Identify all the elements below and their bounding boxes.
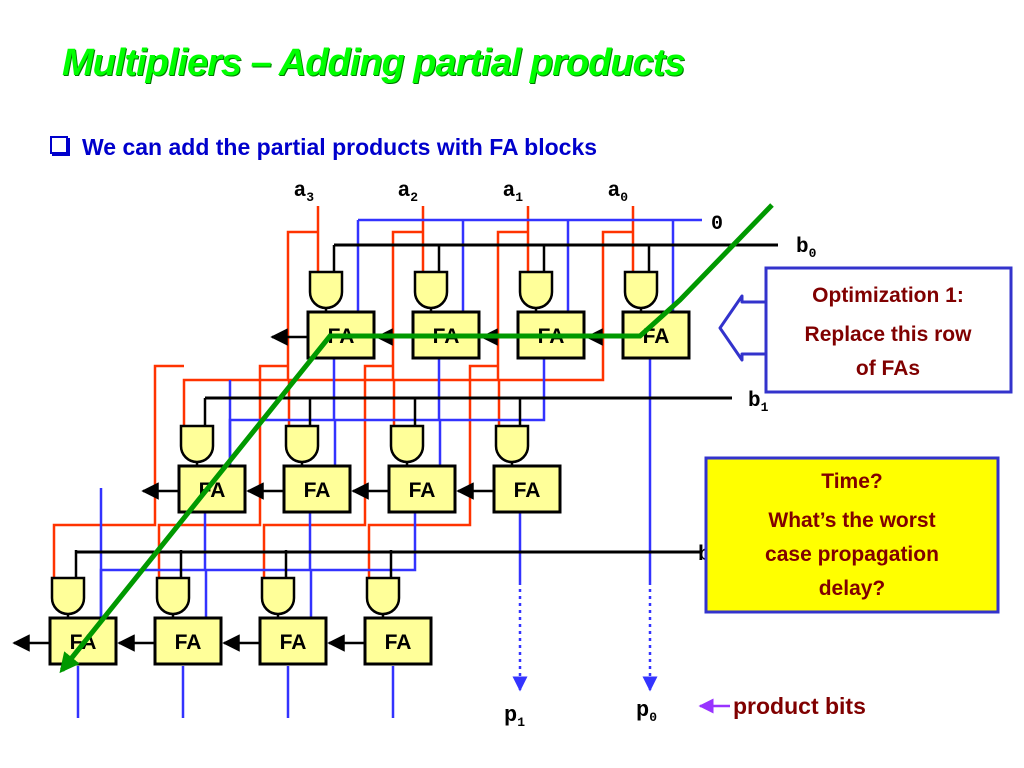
a-input-labels: a3 a2 a1 a0 bbox=[294, 180, 629, 205]
b-input-labels: b0 b1 b2 bbox=[698, 236, 817, 569]
a0-diagonal-wire-2 bbox=[367, 364, 499, 582]
time-box bbox=[704, 456, 1000, 614]
fa-block bbox=[153, 616, 223, 666]
sum-wire-r0-1 bbox=[438, 358, 546, 472]
and-gate-icon bbox=[413, 270, 449, 310]
zero-label: 0 bbox=[711, 213, 723, 236]
fa-label: FA bbox=[280, 631, 307, 654]
optimization-callout: Optimization 1: Replace this row of FAs bbox=[718, 266, 1013, 394]
sum-wire-r1-2 bbox=[204, 510, 312, 622]
optimization-line-3: of FAs bbox=[856, 357, 920, 380]
bullet-text: We can add the partial products with FA … bbox=[82, 134, 598, 160]
hollow-left-arrow-icon bbox=[718, 294, 766, 362]
b0-label: b0 bbox=[796, 236, 817, 261]
fa-label: FA bbox=[199, 479, 226, 502]
fa-block bbox=[177, 464, 247, 514]
fa-block bbox=[282, 464, 352, 514]
zero-and-sum-wires bbox=[76, 218, 702, 718]
slide-title: Multipliers – Adding partial products bbox=[62, 42, 685, 84]
fa-block bbox=[387, 464, 457, 514]
time-line-1: Time? bbox=[821, 470, 882, 493]
a3-diagonal-wire-2 bbox=[52, 364, 184, 582]
fa-label: FA bbox=[514, 479, 541, 502]
and-gate-icon bbox=[308, 270, 344, 310]
a2-diagonal-wire-2 bbox=[157, 364, 289, 582]
fa-label: FA bbox=[175, 631, 202, 654]
time-callout: Time? What’s the worst case propagation … bbox=[704, 456, 1000, 614]
and-gate-icon bbox=[494, 424, 530, 464]
and-gate-icon bbox=[179, 424, 215, 464]
and-gate-icon bbox=[365, 576, 401, 616]
fa-label: FA bbox=[304, 479, 331, 502]
sum-wire-r0-3 bbox=[228, 358, 336, 472]
critical-path-line bbox=[59, 203, 774, 674]
and-gate-icon bbox=[155, 576, 191, 616]
fa-block bbox=[492, 464, 562, 514]
p1-label: p1 bbox=[504, 703, 525, 730]
p0-label: p0 bbox=[636, 698, 657, 725]
fa-block bbox=[258, 616, 328, 666]
a2-label: a2 bbox=[398, 180, 419, 205]
optimization-line-2: Replace this row bbox=[805, 323, 973, 346]
time-line-2: What’s the worst bbox=[768, 509, 935, 532]
and-gate-icon bbox=[260, 576, 296, 616]
time-line-3: case propagation bbox=[765, 543, 939, 566]
b1-label: b1 bbox=[748, 390, 769, 415]
a-input-wires bbox=[52, 206, 635, 582]
product-bits-label: product bits bbox=[733, 693, 866, 719]
and-gate-icon bbox=[389, 424, 425, 464]
fa-label: FA bbox=[385, 631, 412, 654]
wiring bbox=[12, 206, 778, 718]
and-gate-icon bbox=[50, 576, 86, 616]
sum-wire-r0-2 bbox=[333, 358, 441, 472]
and-gates bbox=[50, 245, 659, 618]
a1-label: a1 bbox=[503, 180, 524, 205]
optimization-line-1: Optimization 1: bbox=[812, 284, 964, 307]
and-gate-icon bbox=[518, 270, 554, 310]
and-gate-icon bbox=[623, 270, 659, 310]
hollow-square-bullet-icon bbox=[50, 136, 68, 154]
optimization-box bbox=[764, 266, 1013, 394]
a1-diagonal-wire-2 bbox=[262, 364, 394, 582]
fa-label: FA bbox=[409, 479, 436, 502]
and-gate-icon bbox=[284, 424, 320, 464]
a0-label: a0 bbox=[608, 180, 629, 205]
a3-label: a3 bbox=[294, 180, 315, 205]
sum-wire-r1-1 bbox=[309, 510, 417, 622]
fa-block bbox=[363, 616, 433, 666]
bullet-point: We can add the partial products with FA … bbox=[50, 134, 597, 161]
time-line-4: delay? bbox=[819, 577, 886, 600]
